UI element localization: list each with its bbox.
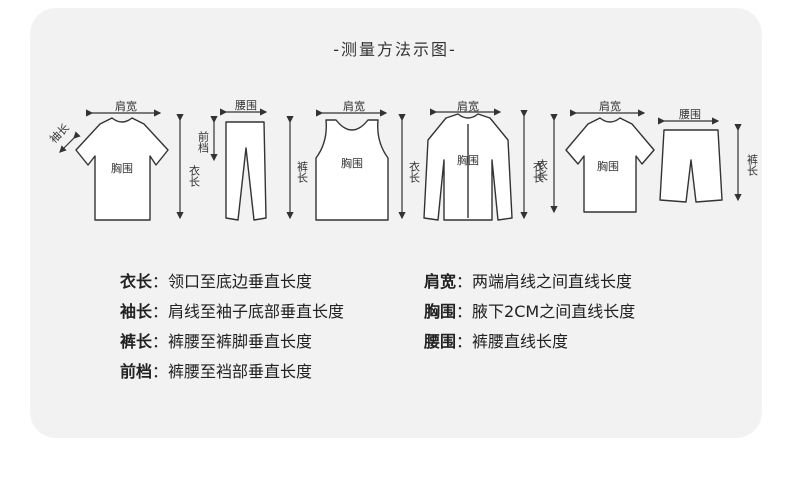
label-chest-3: 胸围: [457, 153, 479, 167]
definition-desc: 两端肩线之间直线长度: [472, 272, 633, 291]
label-waist-1: 腰围: [235, 99, 257, 112]
shorts-icon: [659, 129, 723, 203]
label-length-4: 衣长: [536, 158, 549, 181]
page-title: -测量方法示图-: [333, 40, 457, 59]
label-length-1a: 衣长: [188, 164, 201, 187]
label-chest-1: 胸围: [111, 161, 133, 175]
definition-term: 裤长: [120, 332, 153, 351]
definition-separator: ：: [456, 272, 473, 291]
definition-item-chest: 胸围：腋下2CM之间直线长度: [424, 298, 635, 322]
definition-term: 衣长: [120, 272, 153, 291]
label-shoulder-3: 肩宽: [457, 99, 479, 113]
definition-separator: ：: [152, 362, 169, 381]
definition-item-waist: 腰围：裤腰直线长度: [424, 328, 568, 352]
definition-term: 前档: [120, 362, 153, 381]
definition-separator: ：: [152, 332, 169, 351]
definition-desc: 腋下2CM之间直线长度: [472, 302, 636, 321]
measurement-diagram: 肩宽 袖长 胸围 衣长 腰围 前档 裤长 肩宽 胸围 衣长 肩宽 胸围 衣长 肩…: [46, 99, 759, 221]
definition-term: 腰围: [424, 332, 457, 351]
definition-separator: ：: [456, 302, 473, 321]
label-shoulder-1: 肩宽: [115, 99, 137, 113]
definition-separator: ：: [456, 332, 473, 351]
definition-term: 袖长: [120, 302, 153, 321]
definition-desc: 领口至底边垂直长度: [168, 272, 313, 291]
label-sleeve: 袖长: [46, 120, 71, 145]
definition-item-pants-length: 裤长：裤腰至裤脚垂直长度: [120, 328, 312, 352]
label-chest-2: 胸围: [341, 156, 363, 170]
definition-item-rise: 前档：裤腰至裆部垂直长度: [120, 358, 312, 382]
label-pants-length-2: 裤长: [746, 153, 759, 176]
label-waist-2: 腰围: [679, 108, 701, 121]
definition-term: 胸围: [424, 302, 457, 321]
definition-item-length: 衣长：领口至底边垂直长度: [120, 268, 312, 292]
tank-top-icon: [315, 119, 389, 221]
definition-desc: 肩线至袖子底部垂直长度: [168, 302, 345, 321]
definition-term: 肩宽: [424, 272, 457, 291]
tshirt-1-icon: [75, 117, 169, 221]
definition-item-shoulder: 肩宽：两端肩线之间直线长度: [424, 268, 632, 292]
label-length-3: 衣长: [532, 160, 545, 183]
pants-1-icon: [225, 121, 267, 221]
definition-separator: ：: [152, 302, 169, 321]
definition-item-sleeve: 袖长：肩线至袖子底部垂直长度: [120, 298, 344, 322]
measurement-card: [30, 8, 762, 438]
label-chest-4: 胸围: [597, 159, 619, 173]
label-pants-length-1: 裤长: [296, 160, 309, 183]
tshirt-2-icon: [565, 117, 655, 213]
definition-desc: 裤腰至裆部垂直长度: [168, 362, 313, 381]
label-shoulder-2: 肩宽: [343, 99, 365, 113]
definition-desc: 裤腰至裤脚垂直长度: [168, 332, 313, 351]
label-shoulder-4: 肩宽: [599, 99, 621, 113]
label-rise: 前档: [197, 130, 210, 153]
definition-desc: 裤腰直线长度: [472, 332, 569, 351]
label-length-2: 衣长: [408, 160, 421, 183]
definition-separator: ：: [152, 272, 169, 291]
